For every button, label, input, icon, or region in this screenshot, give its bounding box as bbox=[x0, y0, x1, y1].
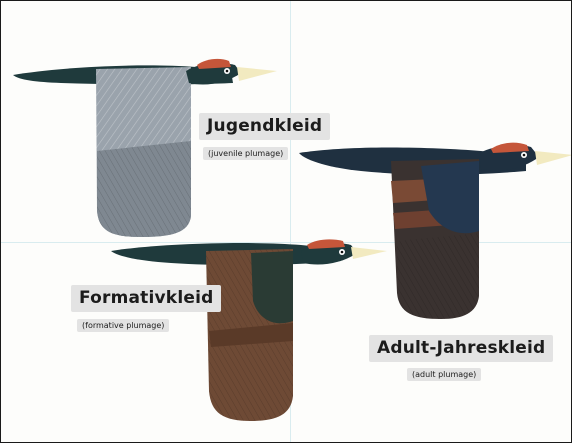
formative-title-label: Formativkleid bbox=[71, 285, 221, 312]
formative-subtitle-label: (formative plumage) bbox=[77, 319, 169, 332]
juvenile-title-label: Jugendkleid bbox=[199, 113, 330, 140]
adult-subtitle-label: (adult plumage) bbox=[407, 368, 481, 381]
adult-bird bbox=[299, 143, 571, 319]
juvenile-subtitle-label: (juvenile plumage) bbox=[203, 147, 288, 160]
adult-title-label: Adult-Jahreskleid bbox=[369, 335, 553, 362]
